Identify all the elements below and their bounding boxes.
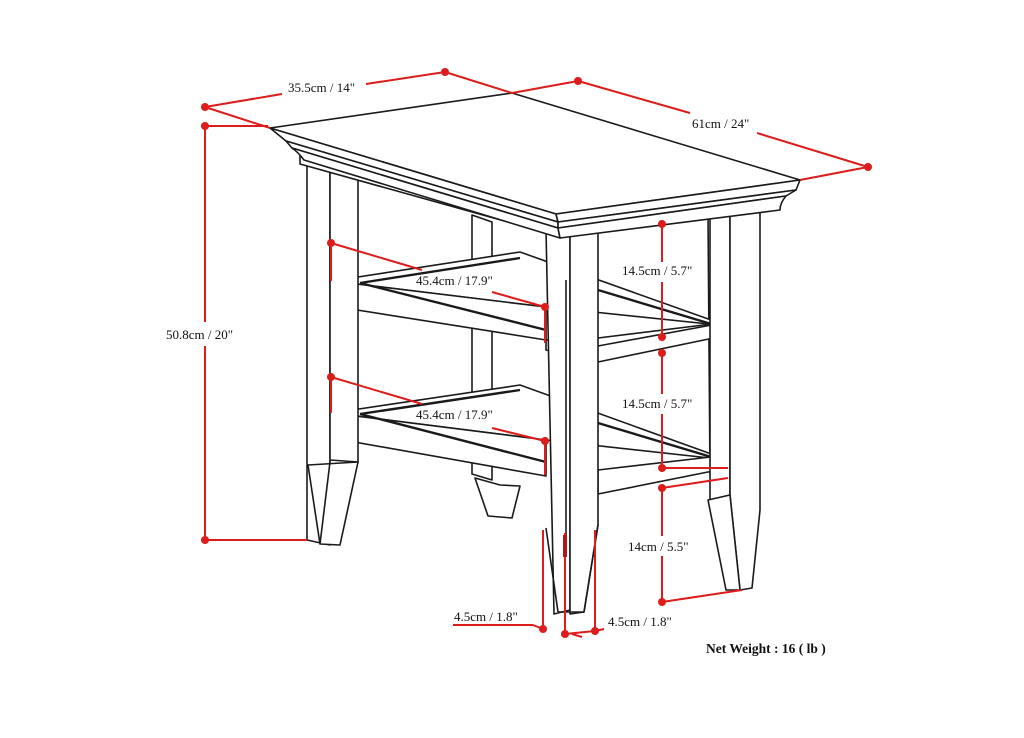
depth-dimension-label: 35.5cm / 14" — [286, 80, 358, 95]
floor-clearance-label: 14cm / 5.5" — [626, 539, 691, 554]
width-dimension-label: 61cm / 24" — [690, 116, 752, 131]
front-corner-leg — [545, 229, 599, 615]
upper-clearance-label: 14.5cm / 5.7" — [620, 263, 695, 278]
lower-clearance-label: 14.5cm / 5.7" — [620, 396, 695, 411]
side-right-leg — [707, 199, 761, 591]
dimension-lines — [201, 68, 872, 638]
net-weight-label: Net Weight : 16 ( lb ) — [706, 641, 826, 656]
upper-shelf — [331, 251, 729, 363]
leg-width-front-label: 4.5cm / 1.8" — [452, 609, 520, 624]
front-left-leg — [306, 159, 359, 546]
leg-width-side-label: 4.5cm / 1.8" — [606, 614, 674, 629]
lower-shelf-width-label: 45.4cm / 17.9" — [416, 407, 493, 422]
upper-shelf-width-label: 45.4cm / 17.9" — [416, 273, 493, 288]
table-top — [269, 92, 801, 239]
height-dimension-label: 50.8cm / 20" — [164, 327, 236, 342]
